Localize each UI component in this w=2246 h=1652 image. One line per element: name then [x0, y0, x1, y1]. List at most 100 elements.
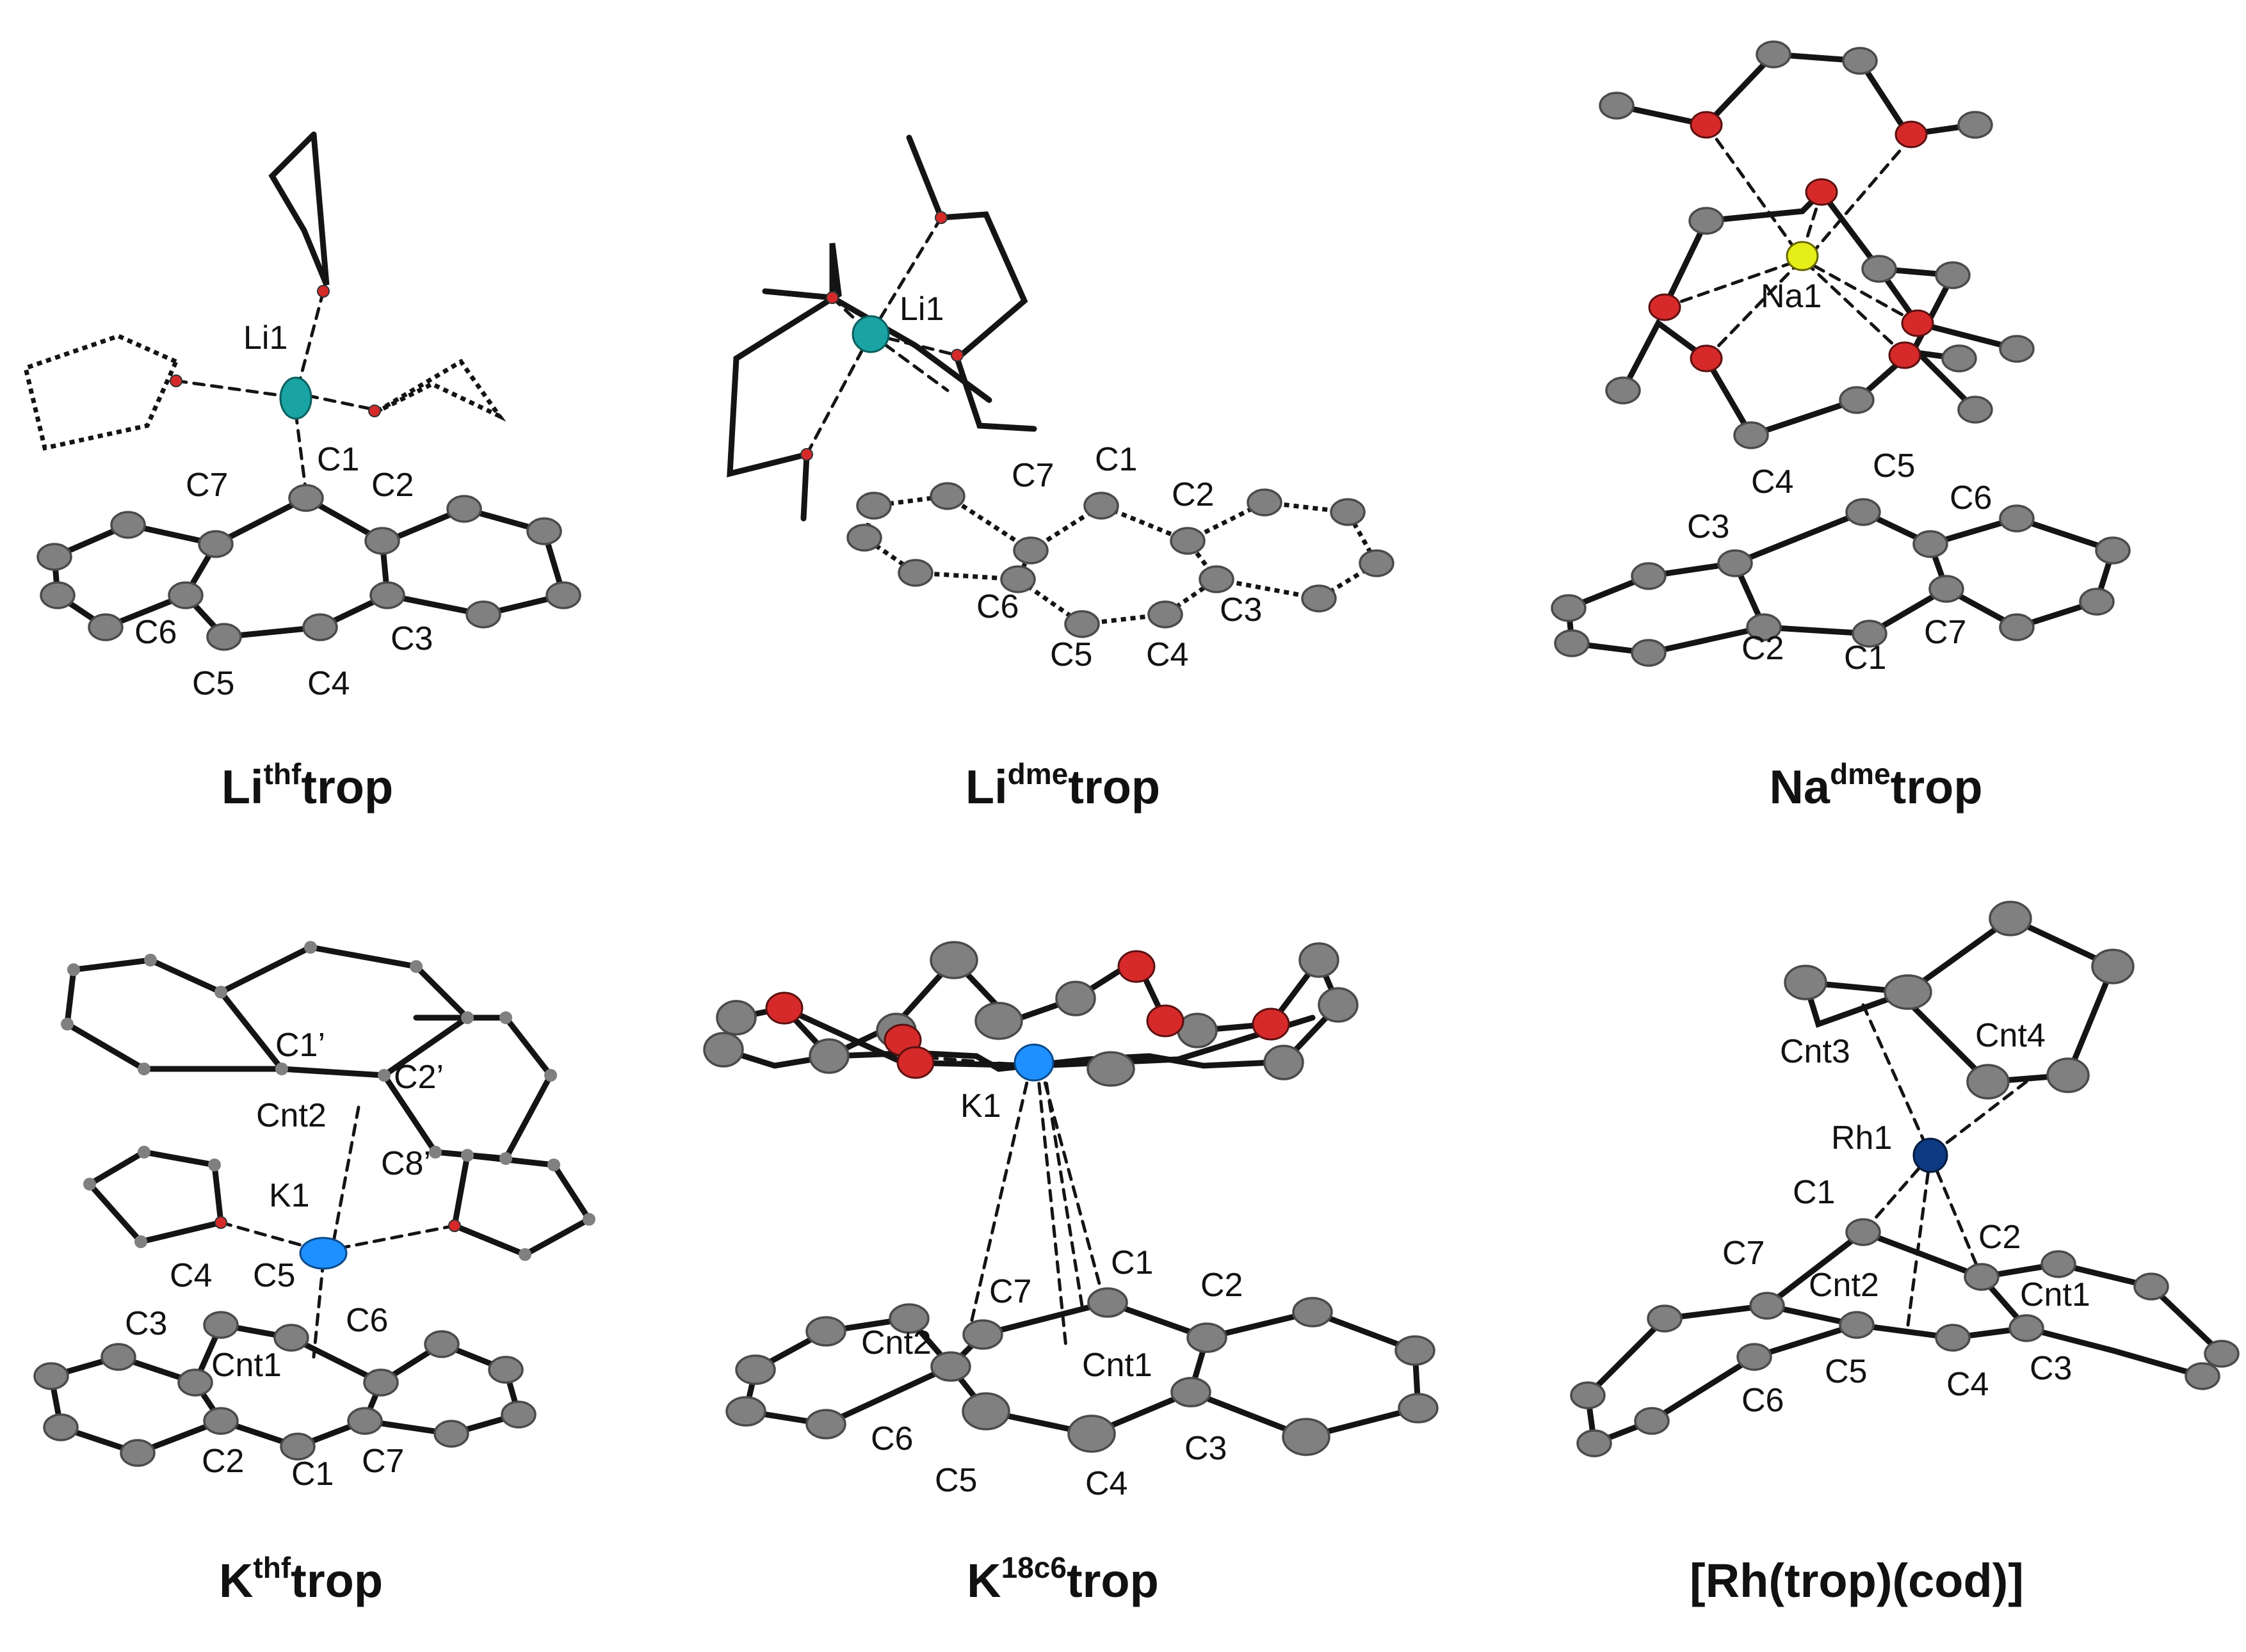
atom-label: C6: [134, 614, 177, 651]
oxygen-atom: [448, 1219, 461, 1232]
atom-label: C1: [291, 1456, 334, 1493]
panel-li-dme-trop: Li1 C7 C1 C2 C6 C5 C4 C3 Lidmetrop: [727, 134, 1394, 814]
rhodium-atom: [1912, 1137, 1948, 1173]
atom-label: C3: [1184, 1430, 1227, 1467]
panel-title: Nadmetrop: [1769, 757, 1982, 814]
atom-label: C1: [317, 441, 359, 478]
atom-label: C6: [346, 1302, 388, 1339]
oxygen-atoms: [765, 950, 1290, 1079]
atom-label: Cnt2: [256, 1097, 327, 1134]
atom-label: Li1: [243, 319, 287, 357]
atom-label: C5: [192, 665, 234, 702]
atom-label: C8’: [381, 1145, 431, 1182]
oxygen-atom: [800, 448, 813, 461]
atom-label: C5: [253, 1257, 295, 1294]
carbon-atoms: [1570, 901, 2240, 1457]
atom-label: Cnt1: [1082, 1347, 1152, 1384]
carbon-atoms: [33, 941, 595, 1467]
cod-ligand: [1802, 915, 2117, 1085]
atom-label: C2: [202, 1443, 244, 1480]
atom-label: C5: [1825, 1353, 1867, 1390]
panel-li-thf-trop: Li1 C1 C2 C7 C6 C5 C4 C3 Lithftrop: [22, 131, 581, 814]
atom-label: C3: [1687, 508, 1729, 545]
atom-label: Rh1: [1831, 1119, 1892, 1157]
atom-label: C6: [1741, 1382, 1784, 1419]
panel-title: [Rh(trop)(cod)]: [1690, 1554, 2024, 1607]
atom-label: C5: [935, 1462, 977, 1499]
atom-label: C7: [989, 1273, 1031, 1310]
atom-label: K1: [269, 1177, 310, 1214]
thf-ligands: [22, 131, 506, 451]
panel-title: Lidmetrop: [965, 757, 1160, 814]
li-contacts: [805, 216, 959, 456]
na-contacts: [1663, 123, 1919, 360]
potassium-atom: [1014, 1043, 1054, 1082]
atom-label: C1: [1095, 441, 1137, 478]
atom-label: C2: [1741, 630, 1784, 667]
atom-label: C3: [1220, 591, 1262, 629]
atom-label: C3: [125, 1305, 167, 1342]
atom-label: C3: [391, 620, 433, 657]
carbon-atoms: [36, 484, 581, 651]
atom-label: C2: [1200, 1267, 1243, 1304]
atom-label: C7: [1722, 1235, 1765, 1272]
carbon-atoms: [846, 482, 1394, 638]
lithium-atom: [279, 376, 312, 420]
atom-label: C5: [1873, 447, 1915, 485]
panel-title: K18c6trop: [967, 1551, 1159, 1607]
atom-label: C7: [362, 1443, 404, 1480]
atom-label: Cnt2: [861, 1324, 932, 1361]
atom-label: C3: [2030, 1350, 2072, 1387]
dme-ligands: [1613, 51, 2020, 439]
atom-label: C7: [1924, 614, 1966, 651]
oxygen-atom: [214, 1216, 227, 1229]
oxygen-atom: [951, 349, 964, 362]
thf-ligands: [85, 1149, 594, 1258]
atom-label: C4: [170, 1257, 212, 1294]
atom-label: C4: [1751, 463, 1793, 501]
atom-label: C2: [1978, 1219, 2021, 1256]
atom-label: C2: [1172, 476, 1214, 513]
atom-label: C7: [1012, 457, 1054, 494]
carbon-atoms: [1551, 40, 2131, 667]
atom-label: Cnt4: [1975, 1017, 2046, 1054]
panel-rh-trop-cod: Cnt3 Cnt4 Rh1 C1 C7 C2 Cnt2 Cnt1 C6 C5 C…: [1570, 901, 2240, 1607]
atom-label: C6: [1950, 479, 1992, 517]
oxygen-atoms: [1648, 111, 1934, 373]
panel-k-18c6-trop: K1 C1 C7 C2 Cnt2 Cnt1 C6 C5 C4 C3 K18c6t…: [703, 941, 1439, 1607]
atom-label: C6: [871, 1420, 913, 1457]
oxygen-atom: [317, 285, 330, 298]
panel-title: Lithftrop: [222, 757, 393, 814]
atom-label: C2’: [394, 1059, 444, 1096]
atom-label: C5: [1050, 636, 1092, 673]
potassium-atom: [299, 1237, 348, 1270]
atom-label: Cnt1: [211, 1347, 282, 1384]
atom-label: Li1: [900, 291, 944, 328]
atom-label: C4: [307, 665, 350, 702]
panel-na-dme-trop: Na1 C4 C5 C3 C6 C2 C1 C7 Nadmetrop: [1551, 40, 2131, 814]
atom-label: K1: [960, 1087, 1001, 1125]
atom-label: C4: [1085, 1465, 1127, 1502]
atom-label: C7: [186, 467, 228, 504]
panel-k-thf-trop: C1’ C2’ Cnt2 C8’ K1 C4 C5 C6 C3 Cnt1 C2 …: [33, 941, 595, 1607]
trop-framework: [1585, 1229, 2226, 1448]
atom-label: C1’: [275, 1027, 325, 1064]
atom-label: C1: [1844, 639, 1886, 677]
oxygen-atom: [170, 374, 182, 387]
atom-label: C2: [371, 467, 414, 504]
atom-label: C4: [1146, 636, 1188, 673]
atom-label: Cnt2: [1809, 1267, 1879, 1304]
lithium-atom: [852, 315, 890, 353]
oxygen-atom: [935, 211, 948, 224]
oxygen-atom: [368, 405, 381, 417]
oxygen-atom: [826, 291, 839, 304]
panel-title: Kthftrop: [219, 1551, 383, 1607]
atom-label: Na1: [1761, 278, 1822, 315]
atom-label: Cnt3: [1780, 1033, 1850, 1070]
atom-label: C4: [1946, 1366, 1989, 1403]
atom-label: C1: [1111, 1244, 1153, 1281]
atom-label: C1: [1793, 1174, 1835, 1211]
atom-label: Cnt1: [2020, 1276, 2090, 1313]
atom-label: C6: [976, 588, 1019, 625]
